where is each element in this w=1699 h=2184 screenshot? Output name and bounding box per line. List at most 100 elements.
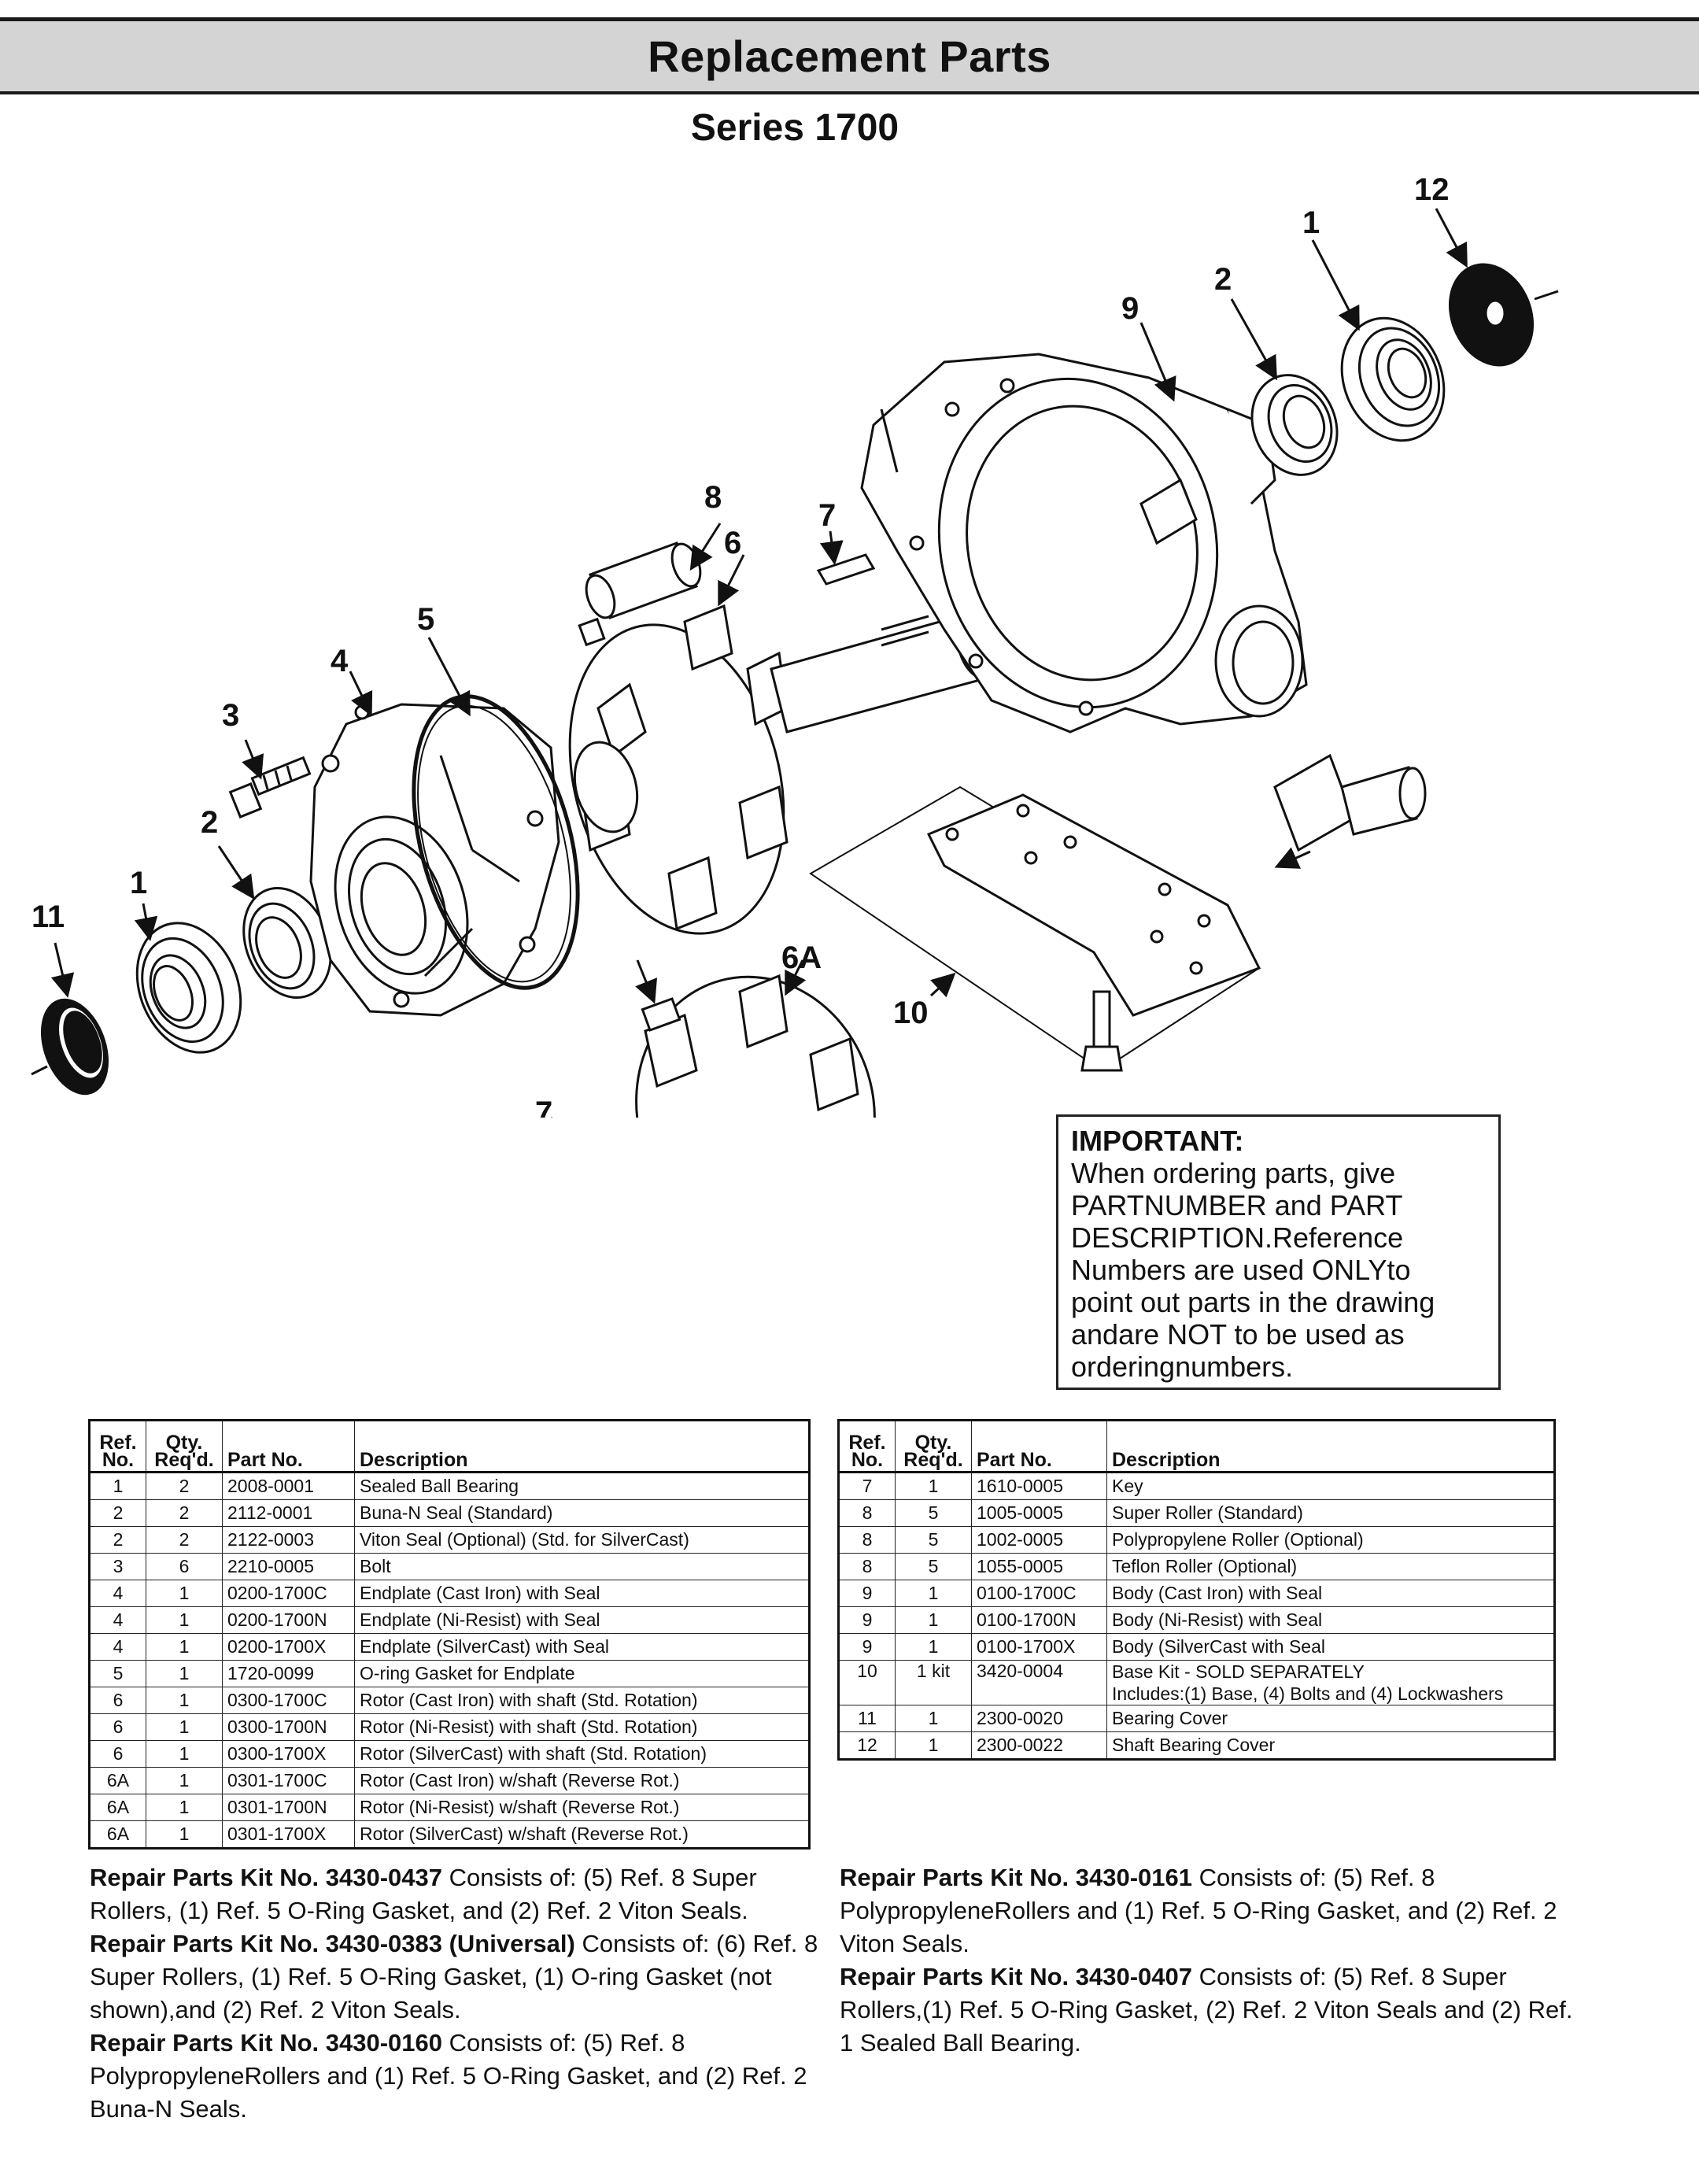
cell-ref: 8 [838,1553,896,1580]
description-line: Includes:(1) Base, (4) Bolts and (4) Loc… [1112,1683,1504,1704]
cell-part-number: 0100-1700N [971,1606,1107,1634]
title-band: Replacement Parts [0,17,1699,94]
important-notice: IMPORTANT: When ordering parts, give PAR… [1056,1114,1501,1390]
cell-part-number: 0200-1700N [222,1606,355,1634]
callout-2-right: 2 [1214,262,1232,297]
cell-ref: 9 [838,1633,896,1661]
important-line: orderingnumbers. [1071,1351,1294,1383]
cell-description: Rotor (Cast Iron) with shaft (Std. Rotat… [354,1687,810,1714]
callout-6a: 6A [781,940,822,975]
cell-qty: 1 kit [895,1660,972,1705]
table-header-row: Ref.No. Qty.Req'd. Part No. Description [838,1420,1555,1473]
col-header-description: Description [1106,1420,1555,1473]
important-heading: IMPORTANT: [1071,1125,1244,1157]
cell-part-number: 0100-1700X [971,1633,1107,1661]
cell-qty: 1 [146,1580,223,1607]
repair-kit-title: Repair Parts Kit No. 3430-0161 [840,1864,1192,1891]
cell-part-number: 1720-0099 [222,1660,355,1687]
callout-12: 12 [1414,172,1450,207]
important-line: PARTNUMBER and PART [1071,1189,1403,1221]
callout-1-right: 1 [1302,205,1320,240]
cell-ref: 5 [89,1660,146,1687]
cell-ref: 12 [838,1731,896,1760]
cell-ref: 6A [89,1794,146,1821]
col-header-description: Description [354,1420,810,1473]
cell-qty: 2 [146,1472,223,1500]
cell-qty: 1 [146,1713,223,1741]
repair-kit-item: Repair Parts Kit No. 3430-0161 Consists … [840,1861,1579,1960]
bearing-cover-part [31,998,109,1096]
repair-kit-text: Consists of: (5) Ref. 8 PolypropyleneRol… [90,2029,807,2123]
col-header-part: Part No. [222,1420,355,1473]
cell-part-number: 0200-1700X [222,1633,355,1661]
callout-1-left: 1 [130,866,147,900]
seal-left [242,886,332,1000]
callout-3: 3 [222,698,239,733]
seal-right [1250,374,1339,476]
cell-part-number: 0301-1700C [222,1767,355,1794]
cell-part-number: 0301-1700N [222,1794,355,1821]
cell-description: Rotor (SilverCast) w/shaft (Reverse Rot.… [354,1820,810,1849]
cell-qty: 1 [146,1633,223,1661]
callout-4: 4 [331,644,349,678]
cell-description: O-ring Gasket for Endplate [354,1660,810,1687]
cell-part-number: 2210-0005 [222,1553,355,1580]
cell-description: Polypropylene Roller (Optional) [1106,1526,1555,1554]
col-header-ref: Ref.No. [838,1420,896,1473]
cell-description: Body (SilverCast with Seal [1106,1633,1555,1661]
repair-kit-text: Consists of: (5) Ref. 8 Super Rollers,(1… [840,1963,1573,2057]
cell-qty: 1 [146,1687,223,1714]
cell-part-number: 0200-1700C [222,1580,355,1607]
cell-part-number: 1005-0005 [971,1499,1107,1527]
cell-ref: 8 [838,1499,896,1527]
cell-description: Body (Cast Iron) with Seal [1106,1580,1555,1607]
cell-ref: 4 [89,1580,146,1607]
cell-description: Teflon Roller (Optional) [1106,1553,1555,1580]
callout-2-left: 2 [201,805,218,840]
callout-8: 8 [704,480,722,515]
cell-ref: 6A [89,1767,146,1794]
repair-kits-left: Repair Parts Kit No. 3430-0437 Consists … [90,1861,829,2126]
cell-ref: 10 [838,1660,896,1705]
repair-kit-text: Consists of: (5) Ref. 8 Super Rollers, (… [90,1864,757,1924]
cell-qty: 1 [146,1606,223,1634]
cell-qty: 5 [895,1499,972,1527]
cell-part-number: 1055-0005 [971,1553,1107,1580]
cell-part-number: 0300-1700N [222,1713,355,1741]
repair-kit-text: Consists of: (6) Ref. 8 Super Rollers, (… [90,1930,818,2023]
cell-part-number: 2008-0001 [222,1472,355,1500]
repair-kit-title: Repair Parts Kit No. 3430-0383 (Universa… [90,1930,575,1957]
cell-ref: 6A [89,1820,146,1849]
cell-description: Rotor (Cast Iron) w/shaft (Reverse Rot.) [354,1767,810,1794]
cell-part-number: 1002-0005 [971,1526,1107,1554]
repair-kit-text: Consists of: (5) Ref. 8 PolypropyleneRol… [840,1864,1557,1957]
callout-7-bottom: 7 [535,1096,552,1118]
cell-ref: 1 [89,1472,146,1500]
repair-kit-title: Repair Parts Kit No. 3430-0407 [840,1963,1192,1990]
cell-qty: 6 [146,1553,223,1580]
cell-part-number: 0100-1700C [971,1580,1107,1607]
important-line: When ordering parts, give [1071,1157,1396,1189]
callout-6: 6 [724,526,741,560]
cell-description: Endplate (SilverCast) with Seal [354,1633,810,1661]
cell-part-number: 2122-0003 [222,1526,355,1554]
series-subtitle: Series 1700 [690,107,899,149]
cell-ref: 2 [89,1499,146,1527]
cell-description: Bolt [354,1553,810,1580]
callout-11: 11 [31,900,65,934]
cell-qty: 1 [895,1472,972,1500]
important-line: andare NOT to be used as [1071,1318,1405,1351]
cell-ref: 3 [89,1553,146,1580]
cell-ref: 6 [89,1740,146,1768]
